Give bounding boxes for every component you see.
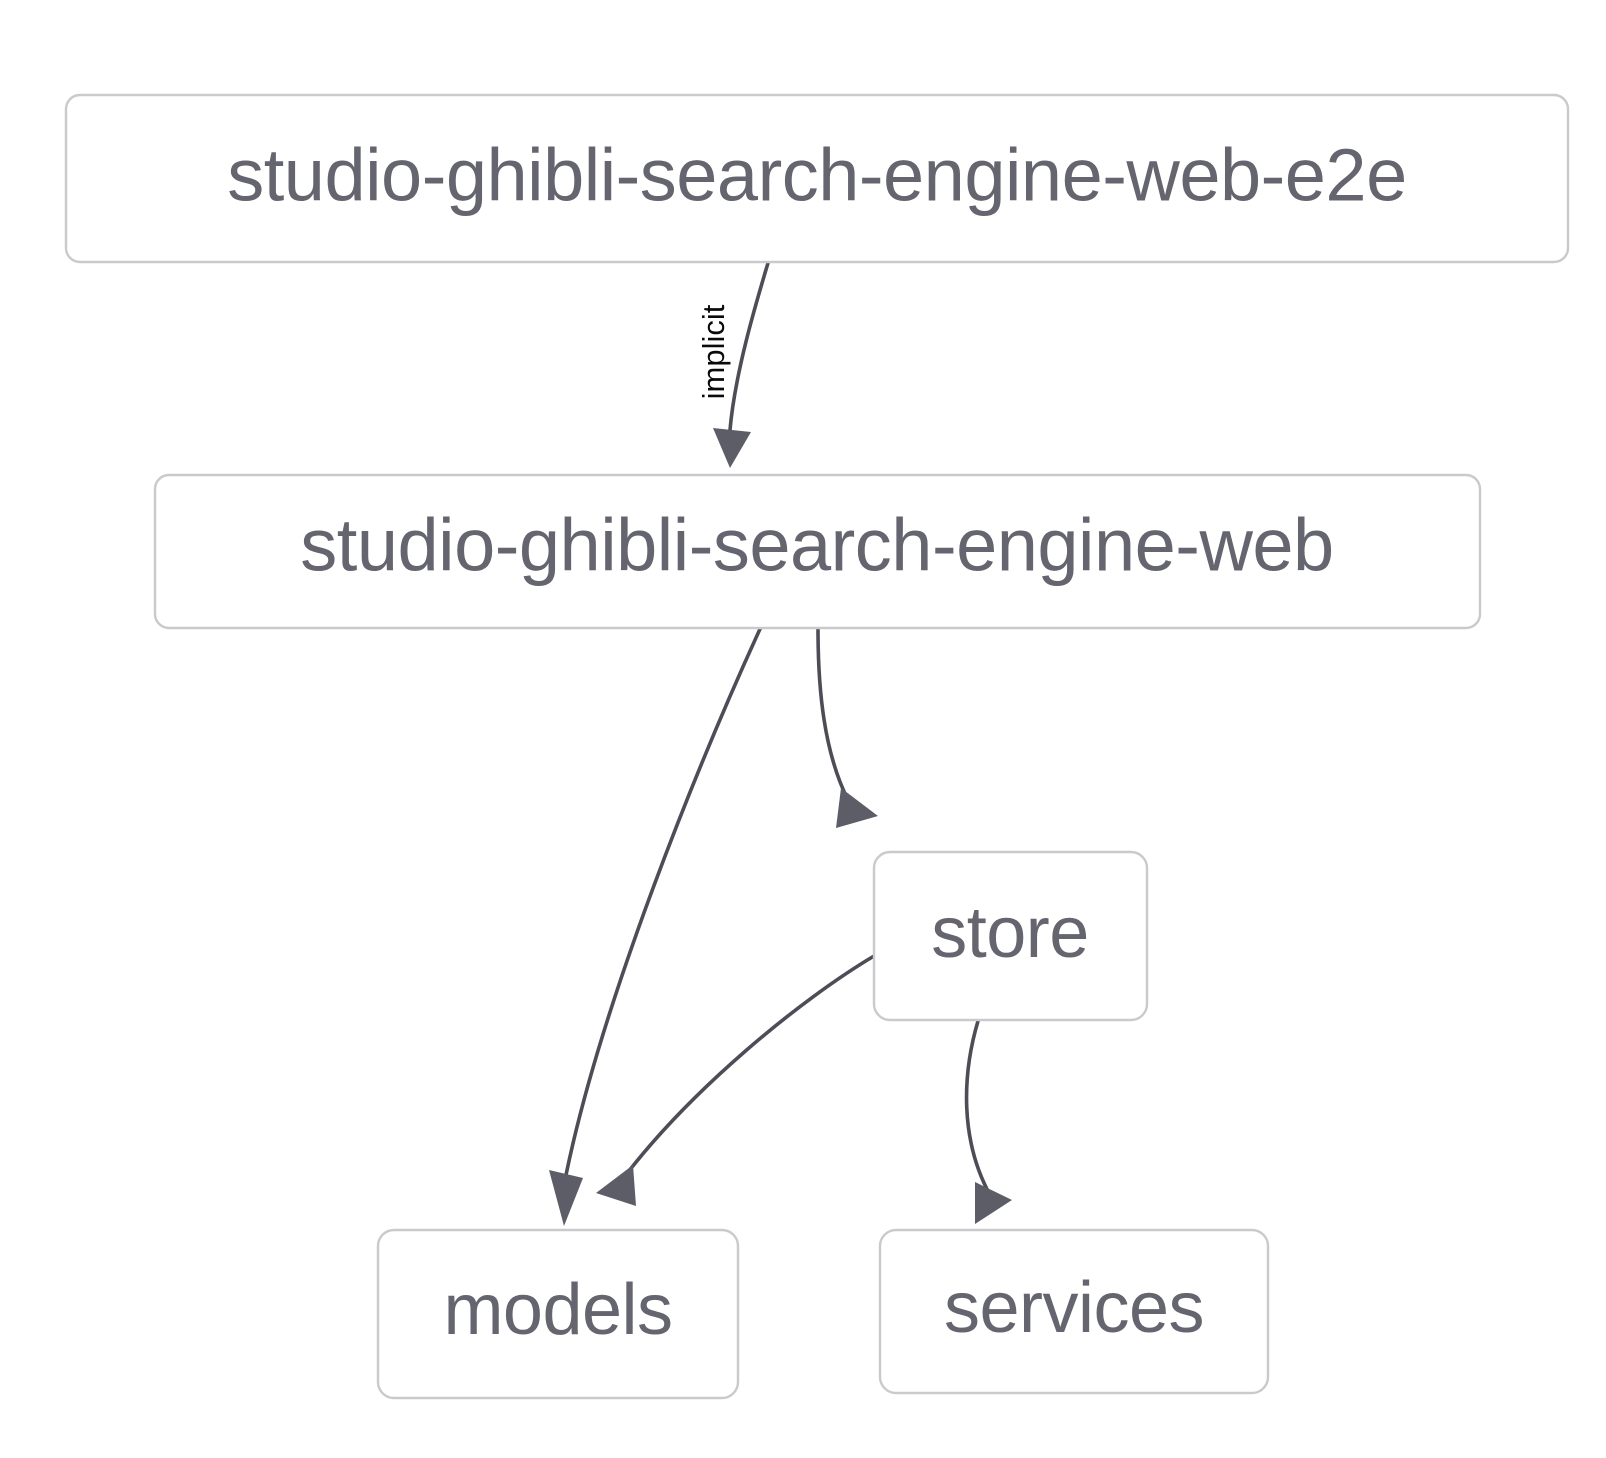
node-store-box[interactable] xyxy=(872,850,1149,1022)
edge-e2e-to-web-arrowhead xyxy=(713,428,751,468)
node-models-box[interactable] xyxy=(376,1228,740,1400)
edge-web-to-store[interactable] xyxy=(816,627,878,828)
node-services-label: services xyxy=(944,1268,1204,1348)
edge-store-to-models[interactable] xyxy=(596,954,876,1206)
edge-web-to-models[interactable] xyxy=(549,627,762,1226)
edge-web-to-models-path xyxy=(564,627,762,1177)
edge-label-implicit: implicit xyxy=(696,304,731,399)
edge-store-to-services-path xyxy=(964,1019,992,1197)
edge-store-to-services-arrowhead xyxy=(975,1182,1012,1224)
node-store[interactable]: store xyxy=(872,850,1149,1022)
edge-store-to-services[interactable] xyxy=(964,1019,1012,1224)
edge-web-to-store-path xyxy=(816,627,850,802)
node-web-box[interactable] xyxy=(153,473,1482,630)
node-models-label: models xyxy=(443,1270,672,1350)
node-store-label: store xyxy=(931,893,1089,973)
node-studio-ghibli-search-engine-web-e2e[interactable]: studio-ghibli-search-engine-web-e2e xyxy=(64,93,1570,264)
node-web-label: studio-ghibli-search-engine-web xyxy=(300,504,1333,587)
edge-store-to-models-arrowhead xyxy=(596,1165,636,1206)
edge-e2e-to-web[interactable]: implicit xyxy=(696,261,770,468)
node-models[interactable]: models xyxy=(376,1228,740,1400)
edge-store-to-models-path xyxy=(620,954,876,1182)
node-services[interactable]: services xyxy=(878,1228,1270,1395)
edge-e2e-to-web-path xyxy=(728,261,770,432)
node-studio-ghibli-search-engine-web[interactable]: studio-ghibli-search-engine-web xyxy=(153,473,1482,630)
edge-web-to-store-arrowhead xyxy=(836,788,878,828)
edge-web-to-models-arrowhead xyxy=(549,1170,583,1226)
node-e2e-box[interactable] xyxy=(64,93,1570,264)
node-services-box[interactable] xyxy=(878,1228,1270,1395)
node-e2e-label: studio-ghibli-search-engine-web-e2e xyxy=(227,134,1407,217)
